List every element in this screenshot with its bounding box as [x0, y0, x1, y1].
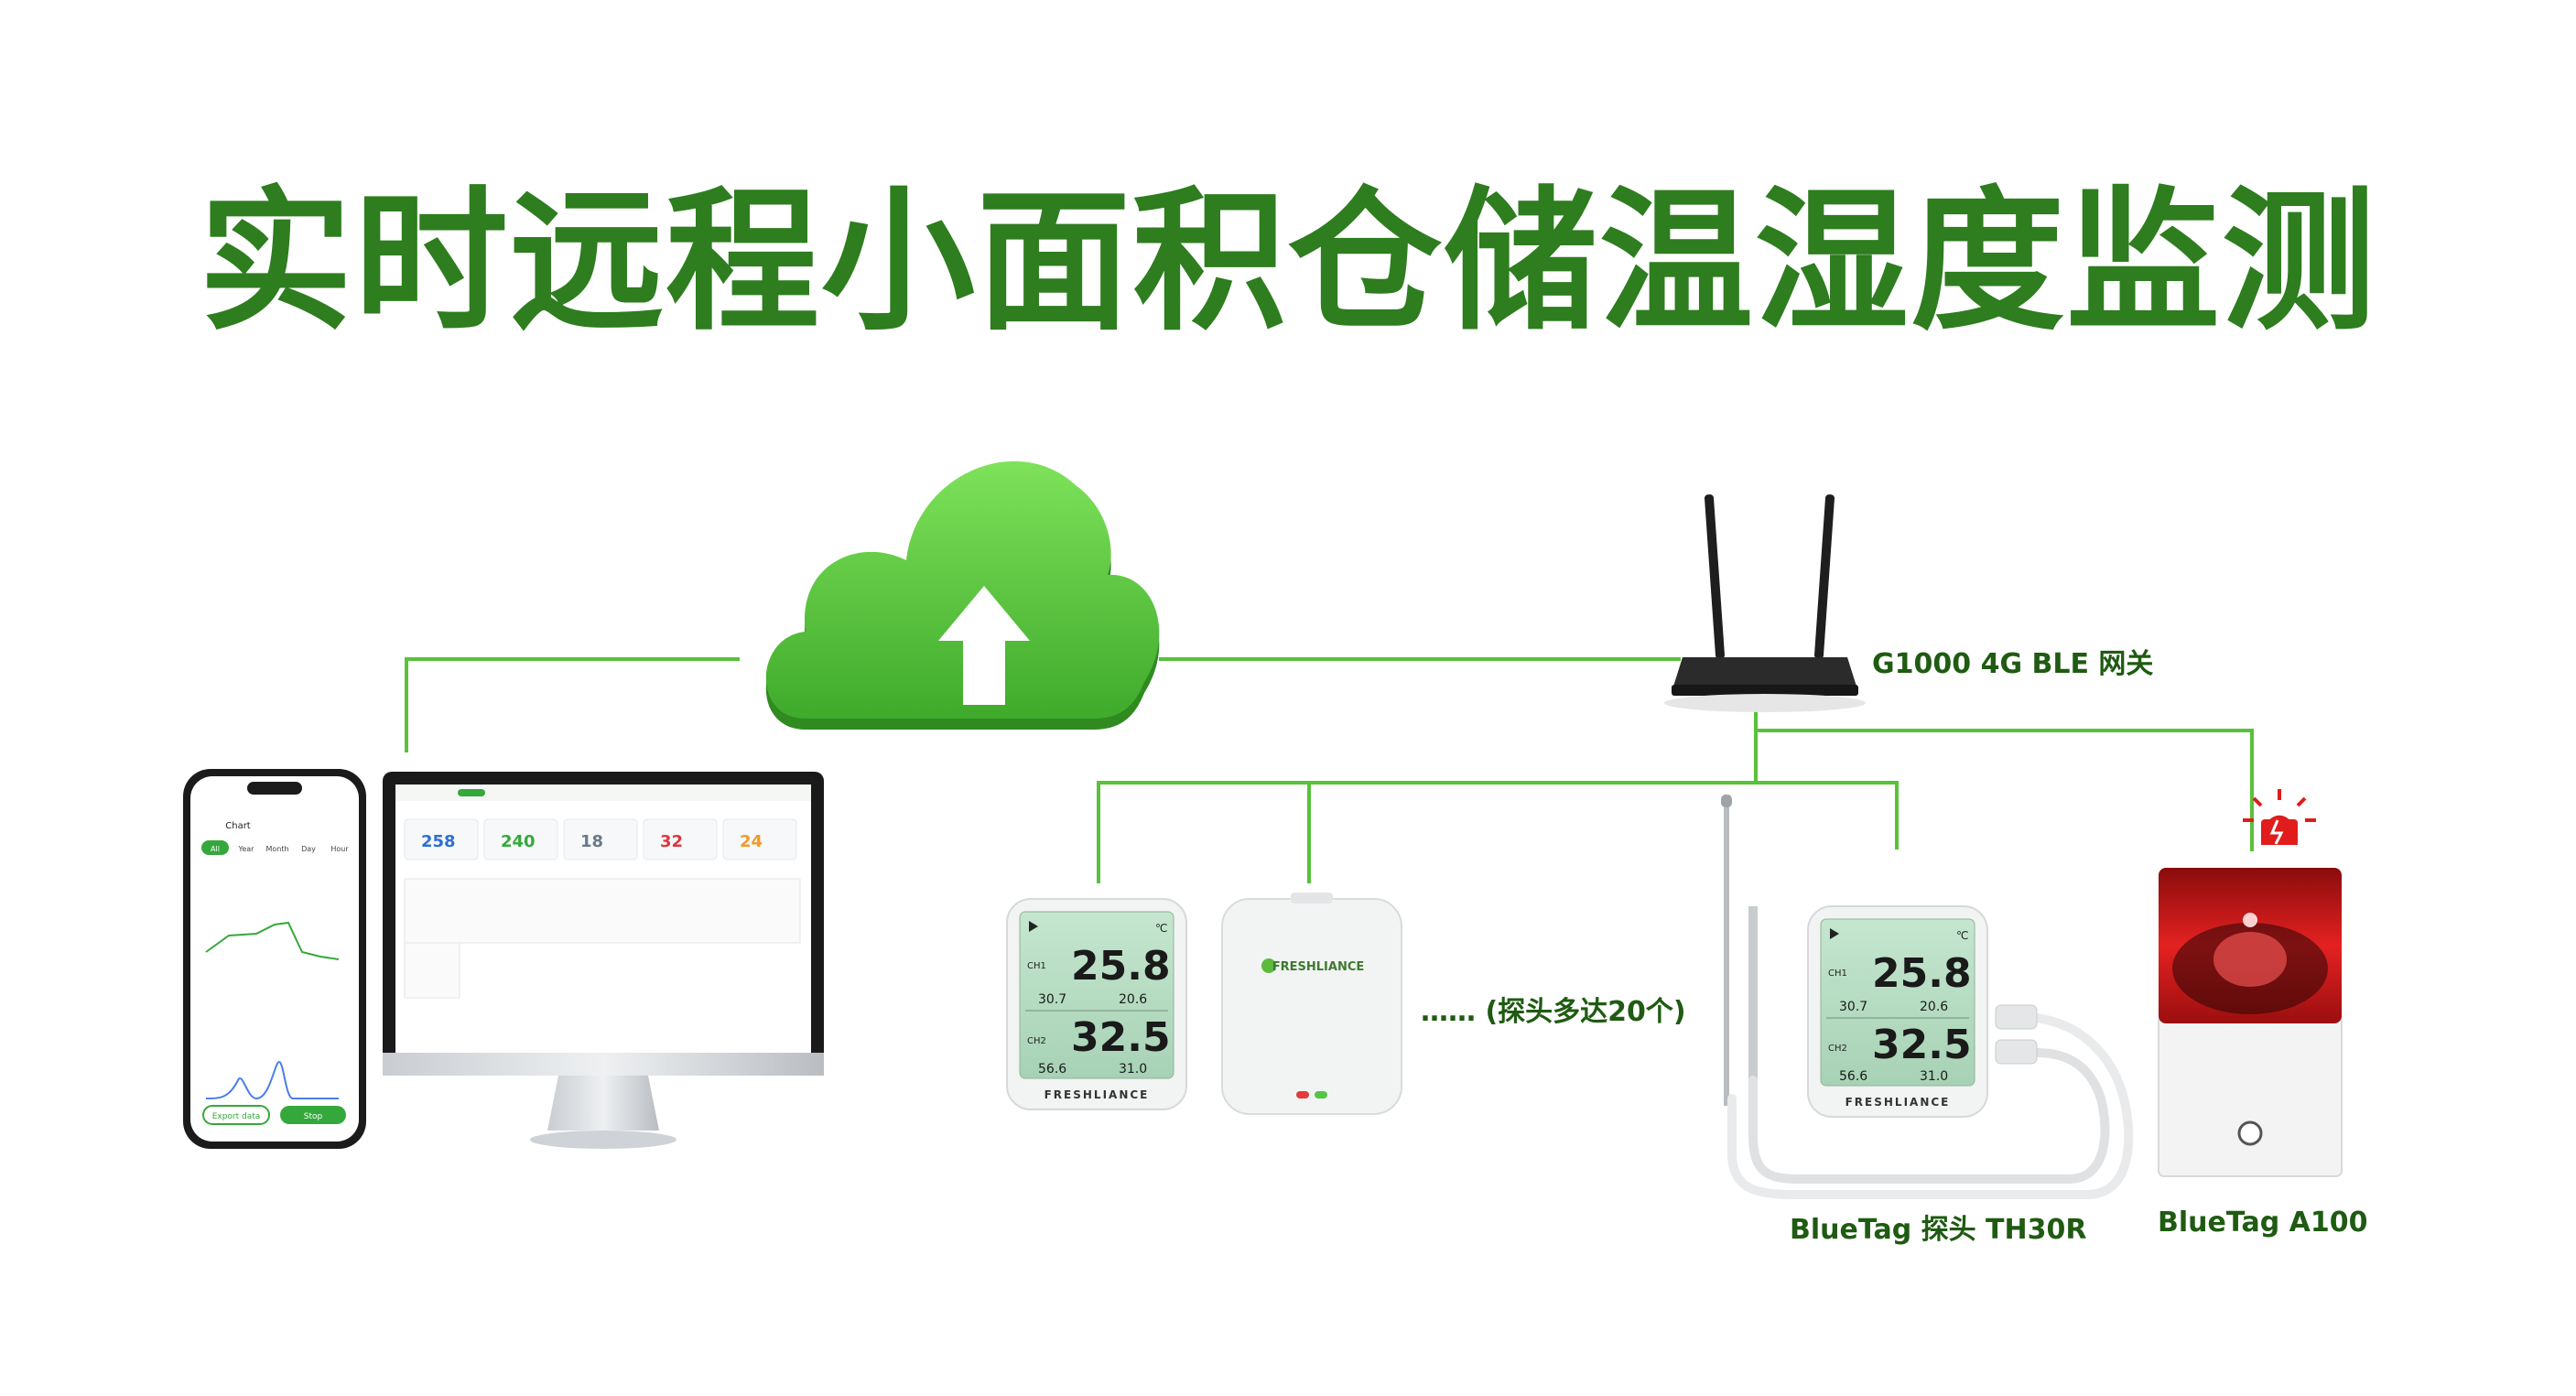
- alarm-light-icon: [2243, 789, 2316, 845]
- dashboard-stat-card: [722, 818, 797, 860]
- dashboard-stat-value: 258: [421, 832, 456, 851]
- phone-tab: Year: [238, 845, 255, 853]
- dashboard-stat-card: [563, 818, 638, 860]
- dashboard-stat-value: 24: [740, 832, 763, 851]
- sensor-brand: FRESHLIANCE: [1044, 1088, 1150, 1101]
- lcd-small-1a: 30.7: [1839, 1000, 1867, 1014]
- dashboard-stat-value: 32: [660, 832, 683, 851]
- lcd-reading-1: 25.8: [1071, 943, 1171, 990]
- line-sensor-bus: [1097, 781, 1899, 883]
- sensor-count-label: …… (探头多达20个): [1421, 996, 1686, 1028]
- lcd-small-2b: 31.0: [1920, 1069, 1948, 1084]
- lcd-unit: ℃: [1956, 929, 1968, 942]
- smartphone: All Year Month Day Hour Export data Stop Cha…: [183, 769, 366, 1149]
- dashboard-stat-card: [643, 818, 718, 860]
- lcd-small-2b: 31.0: [1119, 1062, 1147, 1077]
- dashboard-stat-value: 18: [580, 832, 603, 851]
- phone-chart-header: Chart: [225, 821, 251, 831]
- phone-stop-button: Stop: [304, 1112, 323, 1121]
- alarm-siren-a100: [2158, 789, 2343, 1177]
- probe-sensor-label: BlueTag 探头 TH30R: [1790, 1214, 2087, 1246]
- lcd-small-1a: 30.7: [1038, 992, 1066, 1007]
- ble-receiver-box: FRESHLIANCE: [1221, 893, 1402, 1115]
- lcd-small-2a: 56.6: [1038, 1062, 1066, 1077]
- phone-export-button: Export data: [212, 1112, 261, 1121]
- phone-tab: Hour: [330, 845, 349, 853]
- sensor-brand: FRESHLIANCE: [1845, 1096, 1951, 1109]
- dashboard-stat-card: [483, 818, 558, 860]
- lcd-unit: ℃: [1155, 922, 1167, 935]
- lcd-channel-2: CH2: [1027, 1036, 1046, 1046]
- gateway-label: G1000 4G BLE 网关: [1872, 648, 2154, 680]
- lcd-reading-2: 32.5: [1071, 1014, 1171, 1061]
- line-cloud-to-clients: [405, 657, 740, 752]
- lcd-reading-1: 25.8: [1872, 950, 1972, 997]
- probe-sensor-th30r: [1721, 795, 2134, 1199]
- lcd-channel-1: CH1: [1828, 969, 1847, 979]
- lcd-reading-2: 32.5: [1872, 1022, 1972, 1068]
- lcd-small-1b: 20.6: [1920, 1000, 1948, 1014]
- phone-chart-line: [205, 921, 340, 960]
- phone-tab: Day: [301, 845, 316, 853]
- dashboard-device-list: [404, 878, 801, 999]
- receiver-brand: FRESHLIANCE: [1272, 960, 1365, 974]
- alarm-label: BlueTag A100: [2158, 1207, 2368, 1239]
- dashboard-stat-card: [404, 818, 479, 860]
- lcd-channel-1: CH1: [1027, 961, 1046, 971]
- page-title: 实时远程小面积仓储温湿度监测: [199, 172, 2377, 352]
- phone-tab: Month: [265, 845, 288, 853]
- line-gateway-to-alarm: [1756, 729, 2254, 851]
- desktop-monitor: 258 240 18 32 24: [383, 772, 824, 1149]
- cloud-icon: [765, 460, 1160, 730]
- lcd-channel-2: CH2: [1828, 1044, 1847, 1054]
- phone-chart-humidity: [205, 1060, 339, 1100]
- lcd-small-2a: 56.6: [1839, 1069, 1867, 1084]
- phone-tab: All: [211, 845, 220, 853]
- upload-arrow-icon: [938, 586, 1030, 705]
- gateway-router: [1664, 494, 1866, 712]
- lcd-small-1b: 20.6: [1119, 992, 1147, 1007]
- dashboard-stat-value: 240: [501, 832, 536, 851]
